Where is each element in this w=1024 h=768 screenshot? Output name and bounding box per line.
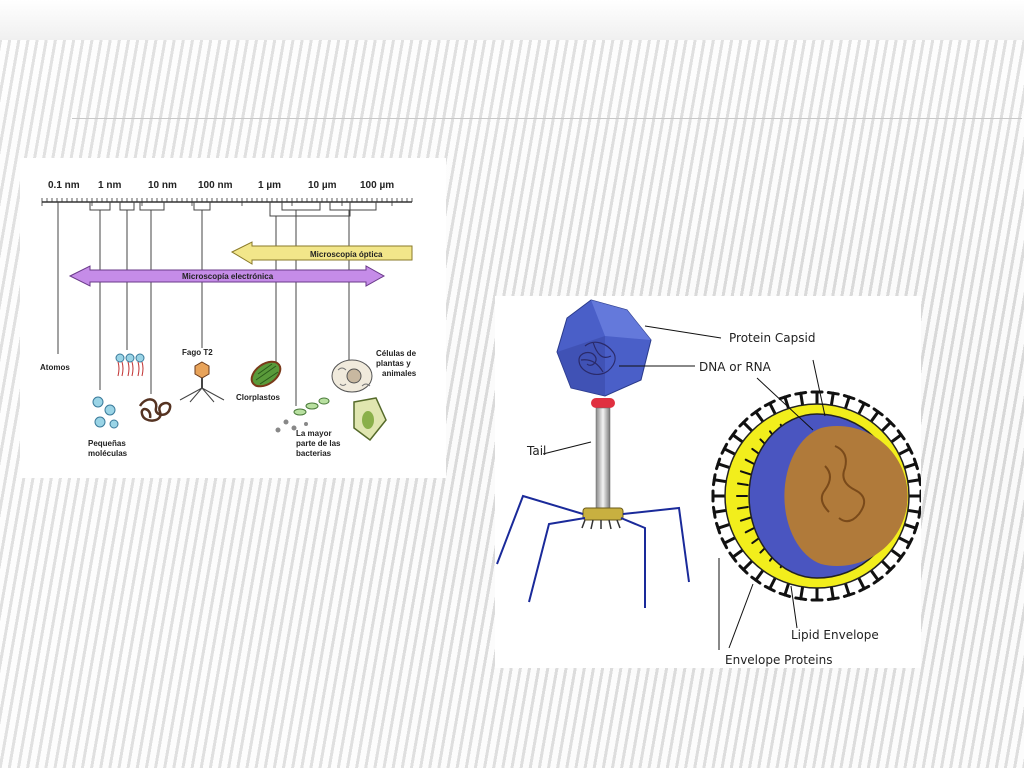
envelope-protein-cap (750, 575, 762, 585)
bacteria-label-1: La mayor (296, 429, 332, 438)
envelope-protein-cap (778, 394, 792, 401)
envelope-protein-cap (905, 537, 914, 550)
chloroplast-illustration (250, 360, 282, 388)
enveloped-virus-illustration (711, 390, 921, 602)
electron-microscopy-label: Microscopía electrónica (182, 272, 274, 281)
scale-brackets (89, 202, 377, 217)
envelope-protein-cap (917, 505, 921, 519)
animal-cell-illustration (331, 359, 373, 393)
nucleic-acid-mass (784, 426, 908, 566)
envelope-protein-cap (826, 390, 840, 396)
tick-label-6: 100 µm (360, 180, 394, 191)
virus-structure-figure: Protein Capsid DNA or RNA Tail Lipid Env… (495, 296, 921, 668)
envelope-protein-cap (728, 429, 738, 441)
phage-baseplate (582, 507, 624, 521)
envelope-protein-cap (872, 407, 884, 417)
envelope-protein-cap (885, 417, 896, 428)
title-rule (72, 118, 1022, 119)
envelope-protein-cap (842, 394, 856, 401)
envelope-protein-cap (912, 457, 919, 471)
envelope-protein-cap (763, 399, 776, 408)
envelope-protein-cap (750, 407, 762, 417)
lipid-molecules-illustration (115, 353, 145, 377)
membrane-protein (739, 470, 752, 476)
scale-ruler (41, 198, 413, 206)
plant-cell-illustration (353, 397, 387, 442)
envelope-protein-cap (711, 505, 717, 519)
cells-label-1: Células de (376, 349, 417, 358)
size-scale-figure: 0.1 nm 1 nm 10 nm 100 nm 1 µm 10 µm 100 … (20, 158, 446, 478)
bacteria-label-3: bacterias (296, 449, 332, 458)
capsid-nucleic-acid (578, 341, 616, 375)
optical-microscopy-label: Microscopía óptica (310, 250, 383, 259)
small-molecules-label-2: moléculas (88, 449, 128, 458)
envelope-protein-cap (728, 551, 738, 563)
envelope-protein-cap (872, 575, 884, 585)
envelope-protein-cap (794, 596, 808, 602)
phage-t2-illustration (179, 361, 225, 403)
size-scale-svg: 0.1 nm 1 nm 10 nm 100 nm 1 µm 10 µm 100 … (40, 180, 417, 458)
envelope-protein-cap (738, 417, 749, 428)
tick-label-1: 1 nm (98, 180, 121, 191)
envelope-protein-cap (858, 584, 871, 593)
phage-tail (595, 407, 611, 509)
protein-capsid-label: Protein Capsid (729, 331, 815, 345)
membrane-protein (739, 516, 752, 522)
lipid-envelope-label: Lipid Envelope (791, 628, 879, 642)
bacteria-illustration (275, 397, 330, 433)
tick-label-3: 100 nm (198, 180, 233, 191)
envelope-protein-cap (896, 551, 906, 563)
envelope-protein-cap (858, 399, 871, 408)
optical-microscopy-arrow: Microscopía óptica (230, 241, 413, 265)
tick-label-2: 10 nm (148, 180, 177, 191)
envelope-protein-cap (794, 390, 808, 396)
membrane-protein (744, 526, 756, 534)
envelope-protein-cap (912, 521, 919, 535)
envelope-protein-cap (778, 591, 792, 598)
membrane-protein (744, 458, 756, 466)
phage-label: Fago T2 (182, 348, 213, 357)
small-molecules-label-1: Pequeñas (88, 439, 126, 448)
small-molecules-illustration (92, 396, 119, 429)
envelope-protein-cap (720, 442, 729, 455)
envelope-protein-cap (711, 473, 717, 487)
envelope-protein-cap (917, 473, 921, 487)
cells-label-2: plantas y (376, 359, 411, 368)
tick-label-4: 1 µm (258, 180, 281, 191)
envelope-protein-cap (842, 591, 856, 598)
phage-tail-fibers (496, 494, 690, 608)
membrane-protein (736, 505, 749, 510)
bacteria-label-2: parte de las (296, 439, 341, 448)
chloroplasts-label: Clorplastos (236, 393, 281, 402)
protein-coil-illustration (138, 398, 172, 422)
envelope-protein-cap (715, 457, 722, 471)
cells-label-3: animales (382, 369, 417, 378)
envelope-protein-cap (715, 521, 722, 535)
tick-label-5: 10 µm (308, 180, 337, 191)
envelope-protein-cap (720, 537, 729, 550)
tick-label-0: 0.1 nm (48, 180, 80, 191)
atoms-label: Atomos (40, 363, 70, 372)
dna-rna-label: DNA or RNA (699, 360, 772, 374)
envelope-protein-cap (905, 442, 914, 455)
envelope-proteins-label: Envelope Proteins (725, 653, 832, 667)
bacteriophage-illustration (496, 299, 690, 608)
virus-leader-lines (542, 325, 826, 650)
envelope-protein-cap (763, 584, 776, 593)
virus-structure-svg: Protein Capsid DNA or RNA Tail Lipid Env… (496, 299, 921, 667)
envelope-protein-cap (896, 429, 906, 441)
envelope-protein-cap (826, 596, 840, 602)
envelope-protein-cap (885, 564, 896, 575)
tail-label: Tail (526, 444, 546, 458)
electron-microscopy-arrow: Microscopía electrónica (68, 265, 386, 287)
envelope-protein-cap (738, 564, 749, 575)
slide-top-band (0, 0, 1024, 40)
phage-collar (591, 398, 615, 408)
membrane-protein (736, 482, 749, 487)
